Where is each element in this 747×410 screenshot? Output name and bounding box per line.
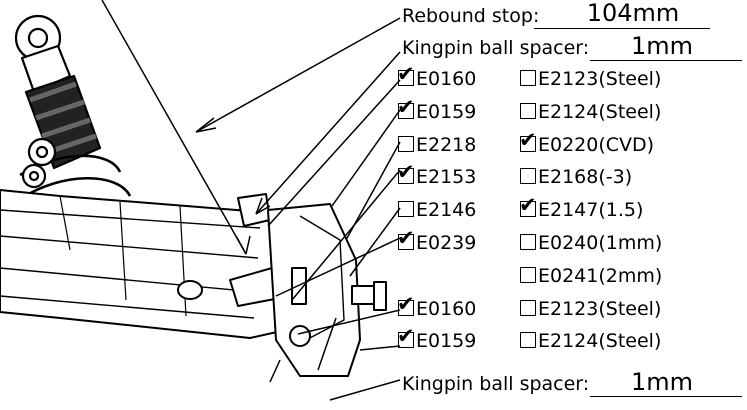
unchecked-checkbox-icon[interactable] <box>398 135 414 152</box>
unchecked-checkbox-icon[interactable] <box>398 201 414 218</box>
part-option[interactable]: E0220(CVD) <box>519 129 655 158</box>
part-code: E0160 <box>416 297 477 320</box>
checked-checkbox-icon[interactable] <box>397 227 415 250</box>
part-code: E2146 <box>416 199 477 222</box>
part-code: E0159 <box>416 330 477 353</box>
part-option[interactable]: E0159 <box>397 325 477 354</box>
checked-checkbox-icon[interactable] <box>397 293 415 316</box>
part-option[interactable]: E2153 <box>397 161 477 190</box>
part-code: E0220(CVD) <box>538 133 655 156</box>
part-option[interactable]: E2146 <box>398 197 476 223</box>
parts-option-row: E2146 E2147(1.5) <box>398 194 743 227</box>
part-code: E2124(Steel) <box>538 330 662 353</box>
part-option[interactable]: E0160 <box>397 293 477 322</box>
part-option[interactable]: E0239 <box>397 227 477 256</box>
parts-option-row: E0239 E0240(1mm) <box>397 227 743 260</box>
part-code: E0160 <box>416 68 477 90</box>
part-code: E0239 <box>416 232 477 254</box>
parts-option-row: E0159 E2124(Steel) <box>397 325 743 358</box>
unchecked-checkbox-icon[interactable] <box>520 168 536 185</box>
unchecked-checkbox-icon[interactable] <box>520 332 536 349</box>
kingpin-spacer-top-value: 1mm <box>630 32 694 60</box>
checked-checkbox-icon[interactable] <box>397 161 415 185</box>
kingpin-spacer-top-underline <box>590 60 742 61</box>
unchecked-checkbox-icon[interactable] <box>520 102 536 119</box>
parts-option-row: E2218 E0220(CVD) <box>398 129 743 162</box>
part-option[interactable]: E0241(2mm) <box>520 263 662 289</box>
part-option[interactable]: E2147(1.5) <box>519 194 644 223</box>
suspension-arm <box>0 189 287 339</box>
part-code: E2153 <box>416 166 477 189</box>
hub-carrier <box>267 203 387 377</box>
part-code: E2123(Steel) <box>538 297 662 320</box>
parts-option-row: E0160 E2123(Steel) <box>397 63 743 96</box>
part-code: E0159 <box>416 100 477 123</box>
rebound-stop-underline <box>534 28 710 29</box>
unchecked-checkbox-icon[interactable] <box>520 234 536 250</box>
part-code: E2218 <box>416 133 477 156</box>
part-option[interactable]: E2124(Steel) <box>520 328 661 354</box>
part-option[interactable]: E2168(-3) <box>520 164 632 190</box>
part-code: E0240(1mm) <box>538 232 663 254</box>
part-option[interactable]: E0240(1mm) <box>520 230 662 256</box>
part-option[interactable]: E0160 <box>397 63 477 92</box>
callout-lines <box>101 0 401 401</box>
checked-checkbox-icon[interactable] <box>397 325 415 349</box>
parts-option-row: E0241(2mm) <box>398 263 743 293</box>
part-code: E2147(1.5) <box>538 199 644 222</box>
parts-option-row: E0160 E2123(Steel) <box>397 293 743 326</box>
part-code: E0241(2mm) <box>538 264 663 287</box>
kingpin-spacer-bottom-underline <box>590 396 742 397</box>
part-code: E2168(-3) <box>538 166 633 189</box>
checked-checkbox-icon[interactable] <box>519 194 537 218</box>
part-code: E2123(Steel) <box>538 68 662 90</box>
kingpin-spacer-bottom-label: Kingpin ball spacer: <box>402 373 590 395</box>
part-option[interactable]: E2123(Steel) <box>520 296 661 322</box>
unchecked-checkbox-icon[interactable] <box>520 266 536 283</box>
checked-checkbox-icon[interactable] <box>397 96 415 119</box>
kingpin-spacer-bottom-value: 1mm <box>630 368 694 396</box>
kingpin-spacer-top-label: Kingpin ball spacer: <box>402 37 590 59</box>
unchecked-checkbox-icon[interactable] <box>520 70 536 86</box>
unchecked-checkbox-icon[interactable] <box>520 299 536 316</box>
checked-checkbox-icon[interactable] <box>519 129 537 152</box>
part-option[interactable]: E2123(Steel) <box>520 66 661 92</box>
checked-checkbox-icon[interactable] <box>397 63 415 86</box>
parts-option-row: E0159 E2124(Steel) <box>397 96 743 129</box>
part-option[interactable]: E0159 <box>397 96 477 125</box>
part-code: E2124(Steel) <box>538 100 662 123</box>
parts-option-row: E2153 E2168(-3) <box>397 161 743 194</box>
rebound-stop-label: Rebound stop: <box>402 5 540 27</box>
part-option[interactable]: E2124(Steel) <box>520 99 661 125</box>
rebound-stop-value: 104mm <box>586 0 680 27</box>
part-option[interactable]: E2218 <box>398 132 476 158</box>
shock-absorber <box>14 14 148 250</box>
